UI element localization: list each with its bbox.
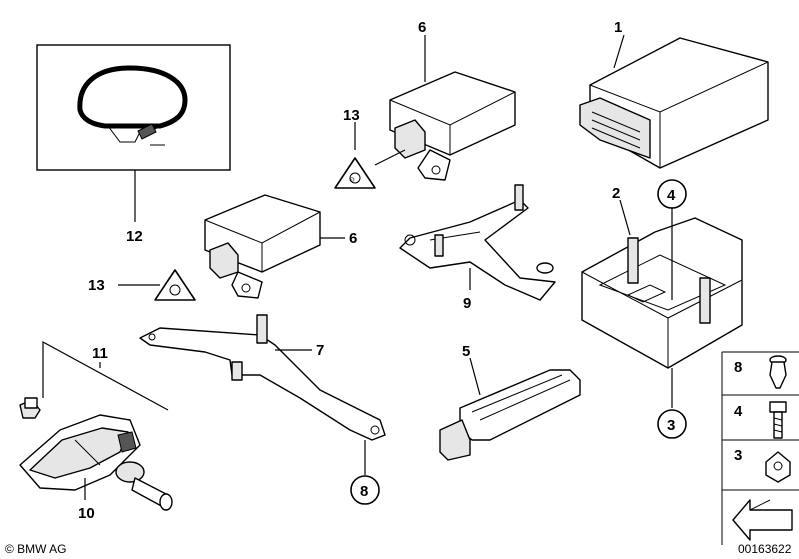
callout-9: 9 bbox=[463, 295, 471, 312]
nut-icon[interactable] bbox=[765, 451, 791, 483]
part-6-control-unit-top[interactable] bbox=[389, 35, 516, 181]
callout-8-circle bbox=[350, 475, 380, 505]
legend-4: 4 bbox=[734, 403, 743, 420]
part-5-antenna[interactable] bbox=[439, 357, 581, 461]
callout-10: 10 bbox=[78, 505, 95, 522]
part-13-label-middle[interactable] bbox=[118, 269, 196, 301]
direction-arrow-icon bbox=[732, 499, 793, 541]
legend-8: 8 bbox=[734, 359, 742, 376]
screw-icon[interactable] bbox=[769, 401, 787, 439]
callout-8: 8 bbox=[360, 483, 368, 500]
callout-6-top: 6 bbox=[418, 19, 426, 36]
copyright-text: © BMW AG bbox=[5, 542, 67, 556]
callout-4: 4 bbox=[667, 187, 676, 204]
callout-13-top: 13 bbox=[343, 107, 360, 124]
clip-icon[interactable] bbox=[769, 355, 787, 389]
callout-6-middle: 6 bbox=[349, 230, 357, 247]
diagram-number: 00163622 bbox=[738, 542, 792, 556]
part-13-label-top[interactable]: ⊙ bbox=[334, 122, 406, 189]
hardware-legend bbox=[721, 351, 799, 545]
callout-13-middle: 13 bbox=[88, 277, 105, 294]
part-12-wheel-sensor-frame[interactable] bbox=[36, 44, 231, 222]
callout-2: 2 bbox=[612, 185, 620, 202]
callout-1: 1 bbox=[614, 19, 622, 36]
callout-7: 7 bbox=[316, 342, 324, 359]
connector-pins-icon bbox=[591, 111, 641, 149]
part-9-bracket[interactable] bbox=[399, 184, 556, 301]
part-2-holder[interactable] bbox=[581, 199, 743, 408]
callout-3: 3 bbox=[667, 417, 675, 434]
part-11-sensor-kit[interactable] bbox=[19, 340, 169, 419]
part-7-long-bracket[interactable] bbox=[139, 314, 386, 475]
part-6-control-unit-middle[interactable] bbox=[204, 194, 345, 299]
callout-3-circle bbox=[657, 409, 687, 439]
part-10-tpms-sensor[interactable] bbox=[19, 414, 141, 500]
callout-12: 12 bbox=[126, 228, 143, 245]
callout-5: 5 bbox=[462, 343, 470, 360]
callout-11: 11 bbox=[92, 345, 108, 362]
callout-4-circle bbox=[657, 179, 687, 209]
legend-3: 3 bbox=[734, 447, 742, 464]
svg-text:⊙: ⊙ bbox=[349, 177, 355, 184]
part-1-control-module[interactable] bbox=[579, 34, 769, 169]
valve-stem[interactable] bbox=[115, 461, 173, 511]
